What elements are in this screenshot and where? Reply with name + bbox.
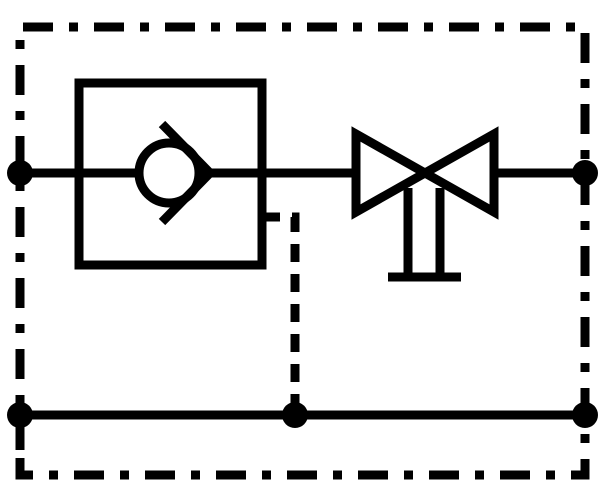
- connection-port-center-bottom: [282, 402, 308, 428]
- globe-valve: [351, 126, 499, 220]
- pilot-line: [262, 212, 300, 415]
- check-valve: [134, 138, 204, 208]
- connection-port-right-bottom: [572, 402, 598, 428]
- enclosure-boundary: [15, 22, 590, 480]
- connection-port-left-bottom: [7, 402, 33, 428]
- connection-port-right-top: [572, 160, 598, 186]
- check-valve-seat: [158, 120, 217, 226]
- connection-port-left-top: [7, 160, 33, 186]
